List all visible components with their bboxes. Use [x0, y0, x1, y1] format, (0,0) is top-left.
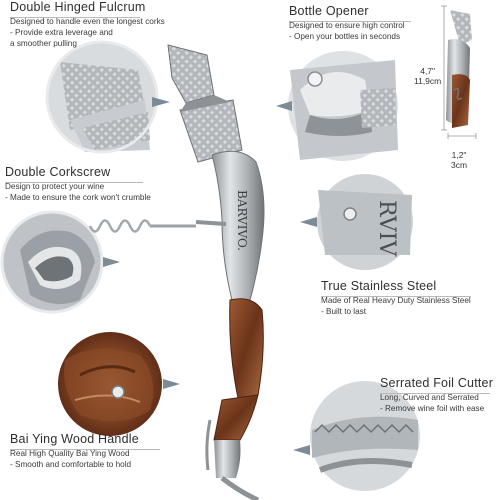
width-label: 1,2" 3cm — [451, 150, 467, 170]
fulcrum-pointer — [152, 97, 170, 107]
handle-description: Real High Quality Bai Ying Wood - Smooth… — [10, 449, 132, 469]
fulcrum-rule — [10, 17, 140, 18]
cutter-pointer — [293, 445, 310, 455]
feature-opener: Bottle Opener Designed to ensure high co… — [289, 4, 405, 43]
opener-detail-circle — [288, 51, 398, 161]
height-cm: 11,9cm — [414, 76, 442, 86]
corkscrew-title: Double Corkscrew — [5, 165, 111, 179]
steel-rule — [321, 296, 471, 297]
cutter-description: Long, Curved and Serrated - Remove wine … — [380, 393, 485, 413]
corkscrew-detail-circle — [0, 210, 104, 314]
cutter-rule — [380, 393, 490, 394]
feature-corkscrew: Double Corkscrew Design to protect your … — [5, 165, 151, 204]
steel-detail-circle: RVIV — [317, 174, 413, 270]
corkscrew-rule — [5, 182, 143, 183]
corkscrew-pointer — [103, 257, 120, 267]
fulcrum-description: Designed to handle even the longest cork… — [10, 17, 165, 48]
steel-pointer — [300, 217, 317, 227]
opener-title: Bottle Opener — [289, 4, 369, 18]
feature-handle: Bai Ying Wood Handle Real High Quality B… — [10, 432, 139, 471]
fulcrum-title: Double Hinged Fulcrum — [10, 0, 146, 14]
width-inches: 1,2" — [451, 150, 467, 160]
width-cm: 3cm — [451, 160, 468, 170]
handle-title: Bai Ying Wood Handle — [10, 432, 139, 446]
svg-text:RVIV: RVIV — [374, 200, 399, 257]
brand-engraving: BARVIVO. — [235, 190, 249, 251]
corkscrew-main: BARVIVO. — [88, 44, 265, 500]
feature-steel: True Stainless Steel Made of Real Heavy … — [321, 279, 471, 318]
height-inches: 4,7" — [420, 66, 436, 76]
opener-description: Designed to ensure high control - Open y… — [289, 21, 405, 41]
height-label: 4,7" 11,9cm — [414, 66, 441, 86]
cutter-title: Serrated Foil Cutter — [380, 376, 494, 390]
corkscrew-description: Design to protect your wine - Made to en… — [5, 182, 151, 202]
steel-title: True Stainless Steel — [321, 279, 437, 293]
opener-pointer — [276, 101, 292, 111]
feature-fulcrum: Double Hinged Fulcrum Designed to handle… — [10, 0, 165, 49]
cutter-detail-circle — [310, 381, 420, 491]
handle-detail-circle — [58, 332, 162, 436]
fulcrum-detail-circle — [45, 40, 159, 154]
feature-cutter: Serrated Foil Cutter Long, Curved and Se… — [380, 376, 493, 415]
steel-description: Made of Real Heavy Duty Stainless Steel … — [321, 296, 471, 316]
handle-rule — [10, 449, 160, 450]
size-reference-view — [441, 5, 477, 139]
handle-pointer — [163, 379, 180, 389]
opener-rule — [289, 21, 411, 22]
